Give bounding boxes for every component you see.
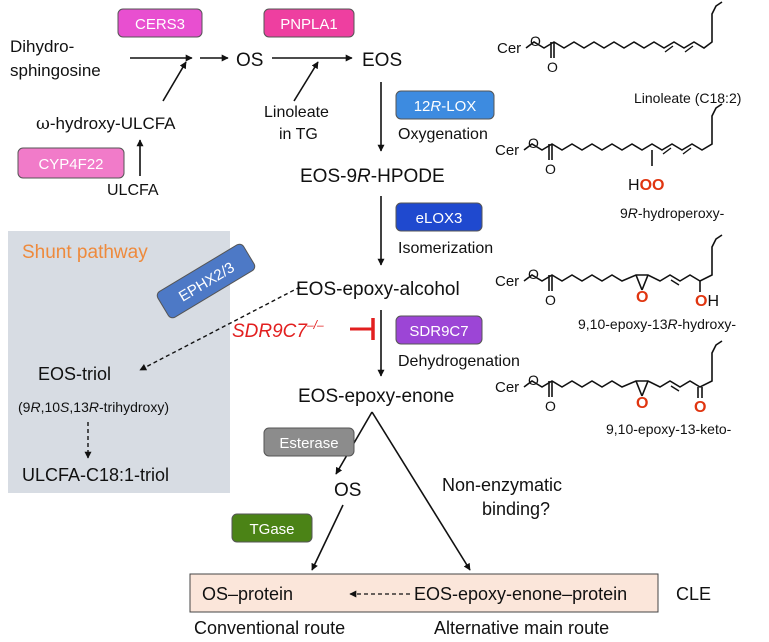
whydroxy-ulcfa-label: ω-hydroxy-ULCFA <box>36 114 176 134</box>
sdr9c7-knockout-label: SDR9C7–/– <box>232 318 324 342</box>
ulcfa-c18-triol-label: ULCFA-C18:1-triol <box>22 465 169 485</box>
non-enzymatic-line1: Non-enzymatic <box>442 475 562 495</box>
epoxide-oxygen-label: O <box>636 289 648 306</box>
conventional-route-label: Conventional route <box>194 618 345 638</box>
linoleate-in-tg-line2: in TG <box>279 126 318 143</box>
cyp4f22-label: CYP4F22 <box>38 156 103 173</box>
isomerization-step-label: Isomerization <box>398 240 493 257</box>
arrow-os-to-os-protein <box>311 504 344 571</box>
os-protein-label: OS–protein <box>202 584 293 604</box>
eos-label: EOS <box>362 50 402 71</box>
os-bottom-label: OS <box>334 480 361 501</box>
epoxy-keto-caption: 9,10-epoxy-13-keto- <box>606 421 732 437</box>
cers3-label: CERS3 <box>135 16 185 33</box>
epoxy-keto-structure: Cer O O <box>495 340 723 414</box>
arrow-enone-to-protein <box>371 411 471 571</box>
ester-oxygen-label: O <box>528 135 539 151</box>
carbonyl-oxygen-label: O <box>545 398 556 414</box>
eos-triol-stereo-label: (9R,10S,13R-trihydroxy) <box>18 399 169 415</box>
dehydrogenation-step-label: Dehydrogenation <box>398 353 520 370</box>
cers3-enzyme-box <box>117 8 203 38</box>
hydroperoxy-group-label: HOO <box>628 177 664 194</box>
tgase-enzyme-box <box>231 513 313 543</box>
epoxide-oxygen-label-keto: O <box>636 395 648 412</box>
dihydrosphingosine-label-line2: sphingosine <box>10 61 101 80</box>
sdr9c7-label: SDR9C7 <box>409 323 468 340</box>
shunt-pathway-title: Shunt pathway <box>22 242 148 263</box>
arrow-linoleate-tg <box>293 61 319 102</box>
ulcfa-label: ULCFA <box>107 182 159 199</box>
pnpla1-enzyme-box <box>263 8 355 38</box>
keto-oxygen-label: O <box>694 399 706 416</box>
carbonyl-oxygen-label: O <box>547 59 558 75</box>
cer-label: Cer <box>495 379 519 396</box>
ester-oxygen-label: O <box>528 372 539 388</box>
linoleate-in-tg-line1: Linoleate <box>264 104 329 121</box>
dihydrosphingosine-label-line1: Dihydro- <box>10 37 74 56</box>
elox3-label: eLOX3 <box>416 210 463 227</box>
tgase-label: TGase <box>249 521 294 538</box>
non-enzymatic-line2: binding? <box>482 499 550 519</box>
cle-label: CLE <box>676 584 711 604</box>
linoleate-caption: Linoleate (C18:2) <box>634 90 741 106</box>
epoxy-hydroxy-caption: 9,10-epoxy-13R-hydroxy- <box>578 316 736 332</box>
eos-epoxy-alcohol-label: EOS-epoxy-alcohol <box>296 279 460 300</box>
ester-oxygen-label: O <box>530 33 541 49</box>
os-top-label: OS <box>236 50 263 71</box>
arrow-whydroxy-to-cers3 <box>162 61 187 102</box>
linoleate-structure: Cer O O <box>497 1 723 75</box>
eos-epoxy-enone-label: EOS-epoxy-enone <box>298 386 454 407</box>
sdr9c7-enzyme-box <box>395 315 483 345</box>
pnpla1-label: PNPLA1 <box>280 16 338 33</box>
carbonyl-oxygen-label: O <box>545 292 556 308</box>
cle-panel <box>189 573 659 613</box>
hydroperoxy-structure: Cer O O <box>495 103 723 177</box>
elox3-enzyme-box <box>395 202 483 232</box>
cer-label: Cer <box>495 273 519 290</box>
eos-epoxy-enone-protein-label: EOS-epoxy-enone–protein <box>414 584 627 604</box>
esterase-enzyme-box <box>263 427 355 457</box>
eos-triol-label: EOS-triol <box>38 364 111 384</box>
carbonyl-oxygen-label: O <box>545 161 556 177</box>
lox12r-label: 12R-LOX <box>414 98 477 115</box>
oxygenation-step-label: Oxygenation <box>398 126 488 143</box>
cer-label: Cer <box>497 40 521 57</box>
eos-9r-hpode-label: EOS-9R-HPODE <box>300 166 445 187</box>
epoxy-hydroxy-structure: Cer O O <box>495 234 723 308</box>
cyp4f22-enzyme-box <box>17 147 125 179</box>
hydroperoxy-caption: 9R-hydroperoxy- <box>620 205 725 221</box>
ester-oxygen-label: O <box>528 266 539 282</box>
esterase-label: Esterase <box>279 435 338 452</box>
hydroxy-group-label: OH <box>695 293 719 310</box>
dashed-arrow-to-eos-triol <box>139 286 301 371</box>
lox12r-enzyme-box <box>395 90 495 120</box>
cer-label: Cer <box>495 142 519 159</box>
alternative-route-label: Alternative main route <box>434 618 609 638</box>
